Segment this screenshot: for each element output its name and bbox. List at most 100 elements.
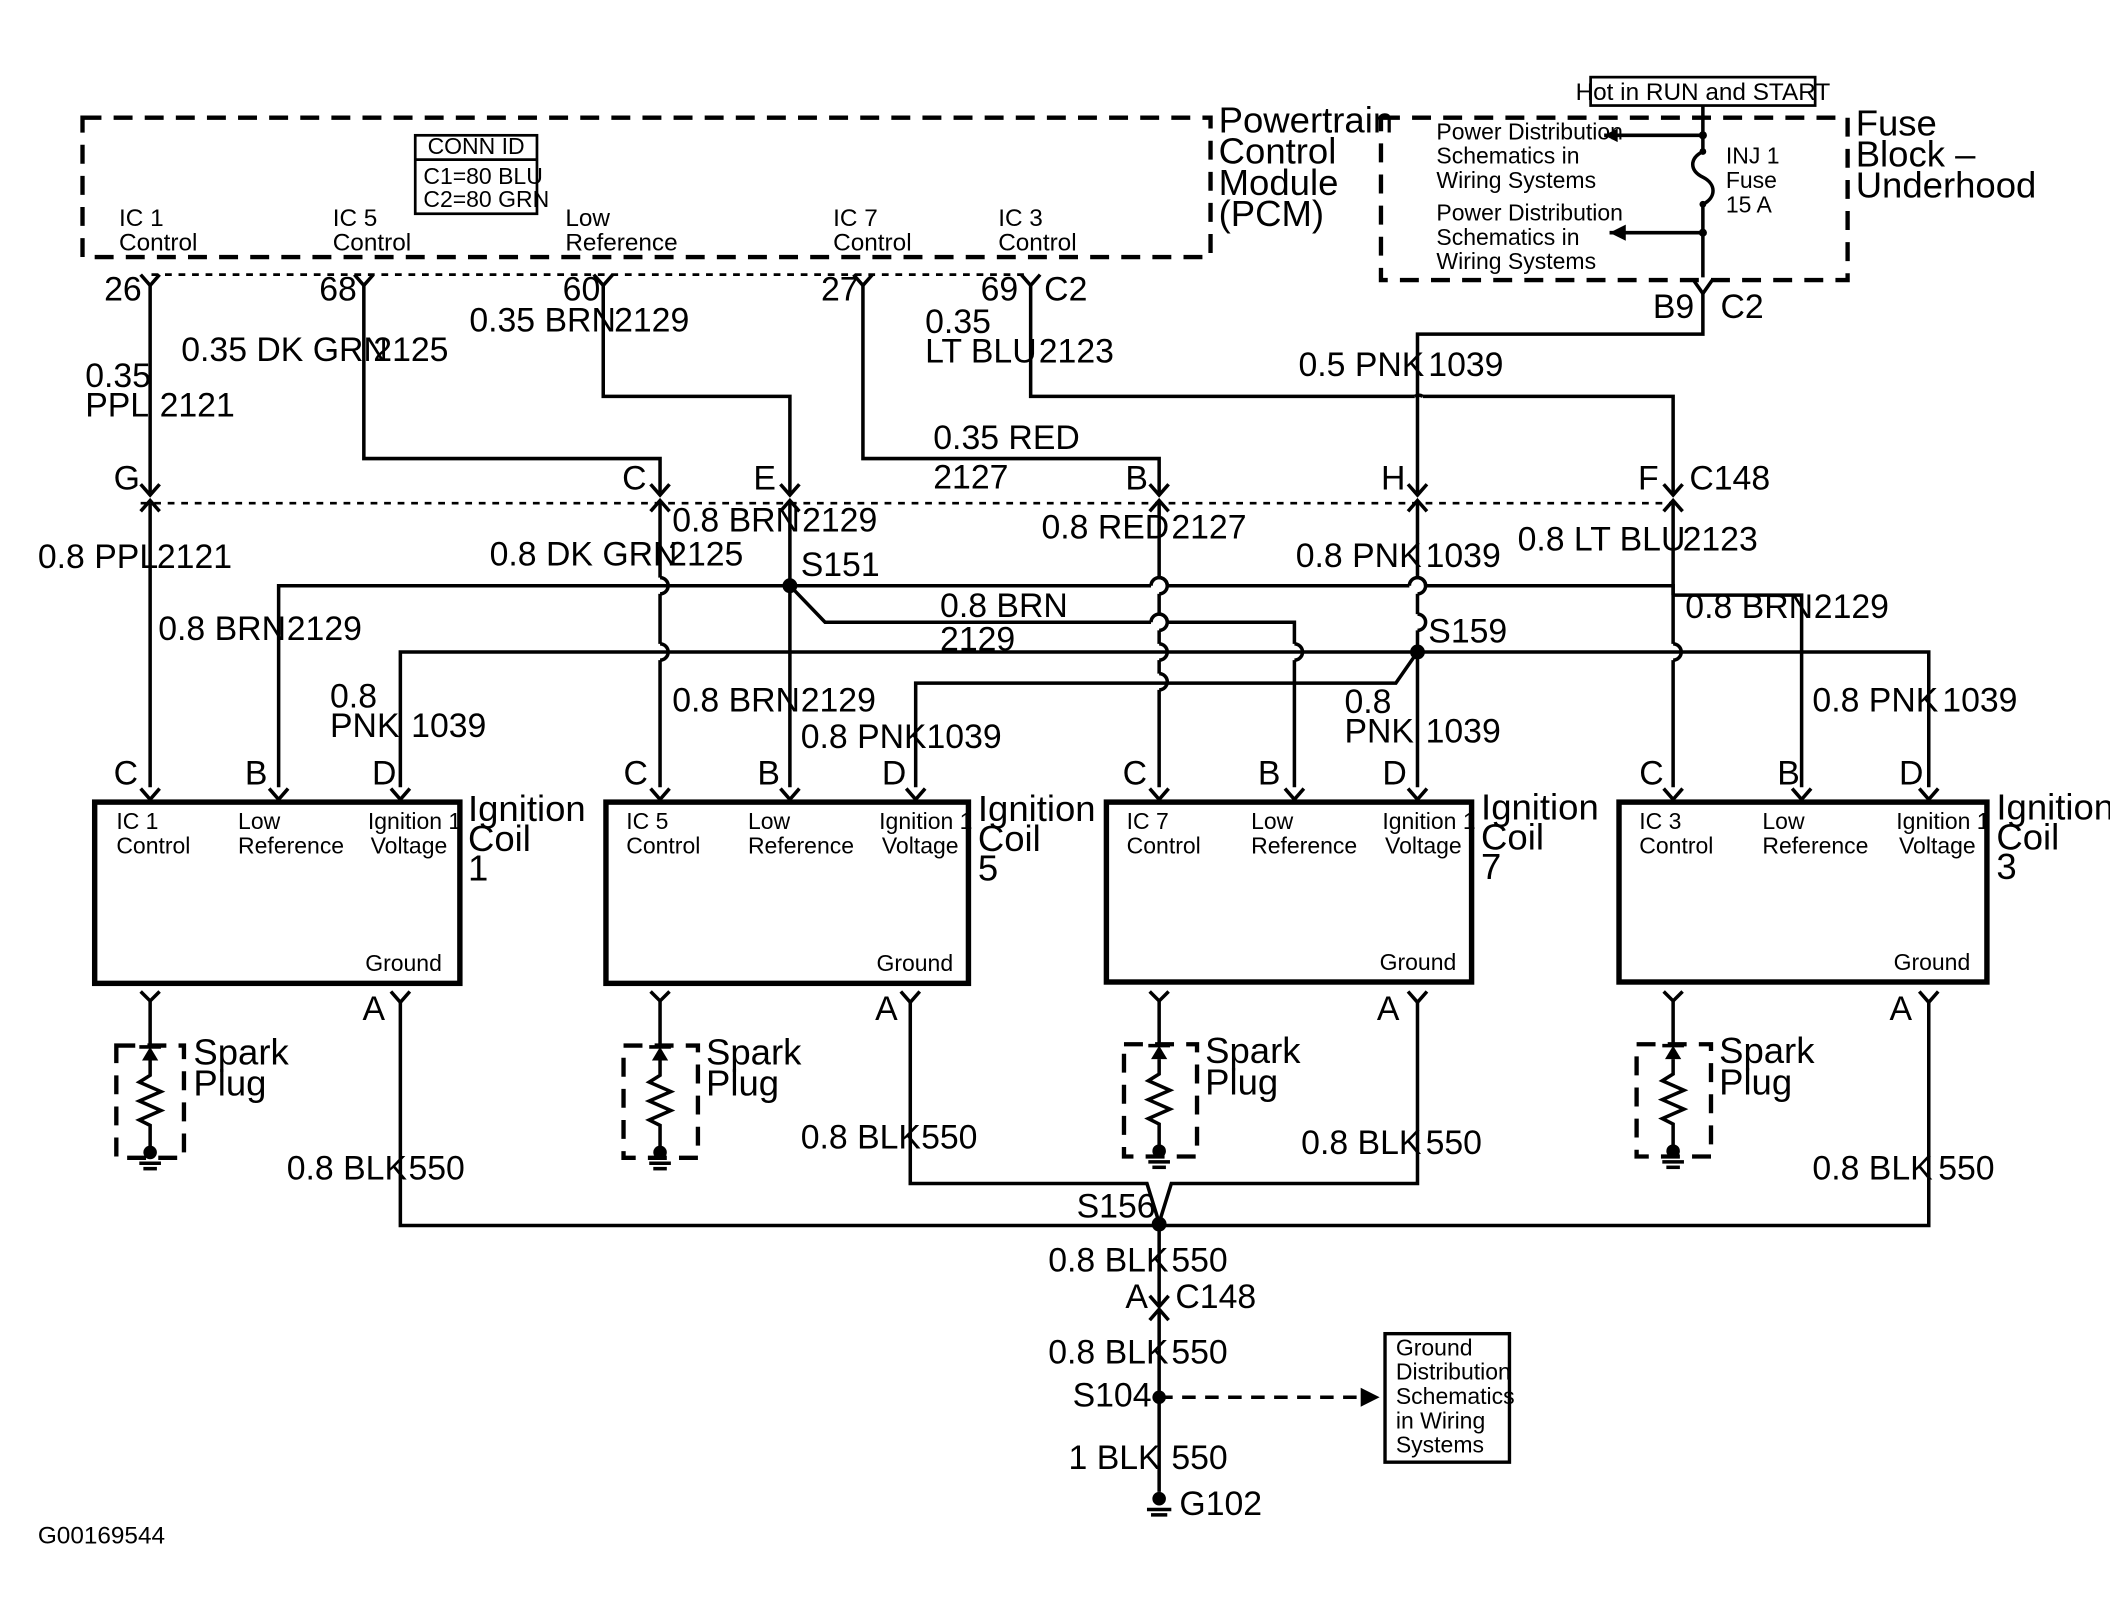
wire-color: LT BLU — [925, 333, 1036, 371]
wire-color: PNK — [330, 707, 400, 745]
wire-size: 0.35 — [85, 357, 151, 395]
arrow-left-icon — [1609, 224, 1626, 241]
coil-terminal: Reference — [1762, 833, 1868, 859]
coil-pin: A — [1890, 990, 1913, 1028]
coil-pin: D — [1382, 755, 1406, 793]
ground-ref-line: in Wiring — [1396, 1407, 1485, 1433]
power-ref-line: Schematics in — [1436, 143, 1579, 169]
spark-plug-1: Spark Plug — [114, 990, 290, 1171]
coil-title-line: Ignition — [1481, 787, 1599, 828]
circuit-number: 2127 — [1171, 508, 1246, 546]
spark-plug-label: Spark — [1719, 1030, 1815, 1071]
wire-size: 0.35 — [925, 303, 991, 341]
spark-plug-7: Spark Plug — [1121, 990, 1301, 1170]
pcm-pin-name: Control — [833, 229, 911, 256]
circuit-number: 1039 — [1428, 346, 1503, 384]
spark-plug-label: Plug — [706, 1063, 779, 1104]
wire-label: 0.8 DK GRN — [490, 535, 678, 573]
coil-title-line: Coil — [978, 818, 1041, 859]
circuit-number: 2123 — [1039, 333, 1114, 371]
spark-plug-label: Spark — [1205, 1030, 1301, 1071]
coil-pin: D — [882, 755, 906, 793]
c148-pin: F — [1638, 460, 1659, 498]
circuit-number: 2121 — [157, 538, 232, 576]
figure-id: G00169544 — [38, 1522, 165, 1549]
wire-size: 0.5 PNK — [1298, 346, 1424, 384]
circuit-number: 2123 — [1683, 521, 1758, 559]
wire-label: 0.8 PNK — [1296, 537, 1422, 575]
coil-pin: B — [1777, 755, 1800, 793]
ground-ref-line: Schematics — [1396, 1383, 1515, 1409]
splice-label: S156 — [1077, 1187, 1156, 1225]
fuse-block-title-line: Block – — [1856, 133, 1976, 174]
coil-terminal: Ignition 1 — [1896, 808, 1989, 834]
hot-label-box — [1589, 75, 1817, 107]
wire-label: 0.8 PPL — [38, 538, 158, 576]
wire-label: 0.8 BLK — [1812, 1149, 1933, 1187]
wire-size: 0.35 DK GRN — [181, 331, 388, 369]
fuse-symbol — [1691, 135, 1715, 278]
power-ref-line: Wiring Systems — [1436, 167, 1596, 193]
power-ref-line: Wiring Systems — [1436, 248, 1596, 274]
coil-title-line: 5 — [978, 848, 998, 889]
upper-wire-2127: 0.35 RED 2127 — [852, 273, 1170, 498]
coil-terminal: Low — [748, 808, 791, 834]
coil-title-line: Ignition — [1996, 787, 2110, 828]
fuse-block: Hot in RUN and START Fuse Block – Underh… — [1378, 75, 2037, 326]
circuit-number: 2125 — [373, 331, 448, 369]
c148-pin: B — [1125, 460, 1148, 498]
wire-size: 0.8 — [330, 677, 377, 715]
pcm-connector-id: C2 — [1044, 270, 1087, 308]
ground-point-label: G102 — [1179, 1485, 1262, 1523]
pcm-pin-number: 27 — [821, 270, 859, 308]
wire-label: 1 BLK — [1069, 1439, 1162, 1477]
coil-title-line: 1 — [468, 848, 488, 889]
pcm-pin-name: Low — [565, 205, 610, 232]
c148-pin: H — [1381, 460, 1405, 498]
c148-pin: E — [753, 460, 776, 498]
coil-title-line: Ignition — [978, 788, 1096, 829]
circuit-number: 2129 — [1814, 588, 1889, 626]
ground-circuit: A A A A S156 0.8 BLK 550 0.8 BLK 550 0.8… — [287, 990, 1995, 1523]
pcm-title-line: Powertrain — [1219, 100, 1393, 141]
coil-terminal: IC 3 — [1639, 808, 1681, 834]
circuit-number: 2129 — [287, 610, 362, 648]
coil-terminal: Voltage — [882, 833, 959, 859]
spark-plug-label: Spark — [193, 1032, 289, 1073]
circuit-number: 1039 — [1426, 713, 1501, 751]
circuit-number: 550 — [1171, 1439, 1227, 1477]
circuit-number: 1039 — [411, 707, 486, 745]
circuit-number: 2129 — [801, 681, 876, 719]
wire-size: 0.35 BRN — [469, 301, 616, 339]
splice-node — [1410, 644, 1425, 660]
coil-title-line: Coil — [1996, 816, 2059, 857]
pcm-pin-number: 68 — [319, 270, 357, 308]
c148-bottom-pin: A — [1125, 1278, 1148, 1316]
coil-terminal: Control — [626, 833, 700, 859]
coil-terminal: Ground — [1380, 949, 1457, 975]
pcm-pin-name: Reference — [565, 229, 677, 256]
pcm-pin-name: Control — [333, 229, 411, 256]
coil-pin: B — [757, 755, 780, 793]
pcm-title-line: Module — [1219, 162, 1339, 203]
ignition-coil-3: C B D IC 3 Control Low Reference Ignitio… — [1616, 755, 2110, 985]
coil-pin: B — [245, 755, 268, 793]
c148-bottom-connector: C148 — [1175, 1278, 1256, 1316]
fuse-label-line: 15 A — [1726, 191, 1773, 217]
fuse-block-title-line: Underhood — [1856, 165, 2037, 206]
circuit-number: 1039 — [927, 718, 1002, 756]
circuit-number: 550 — [921, 1118, 977, 1156]
fuse-pin-number: B9 — [1653, 288, 1694, 326]
upper-wire-2123: 0.35 LT BLU 2123 — [925, 273, 1684, 498]
brn-bus: S151 0.8 BRN 2129 0.8 BRN 2129 0.8 BRN 2… — [158, 546, 1889, 788]
coil-terminal: Voltage — [371, 833, 448, 859]
coil-terminal: Voltage — [1385, 833, 1462, 859]
power-ref-line: Power Distribution — [1436, 200, 1623, 226]
wire-label: 0.8 BLK — [1048, 1241, 1169, 1279]
coil-terminal: Low — [1762, 808, 1805, 834]
ground-ref-line: Ground — [1396, 1334, 1473, 1360]
splice-label: S159 — [1428, 613, 1507, 651]
fuse-block-outline — [1378, 115, 1850, 283]
spark-plug-label: Plug — [1719, 1061, 1792, 1102]
